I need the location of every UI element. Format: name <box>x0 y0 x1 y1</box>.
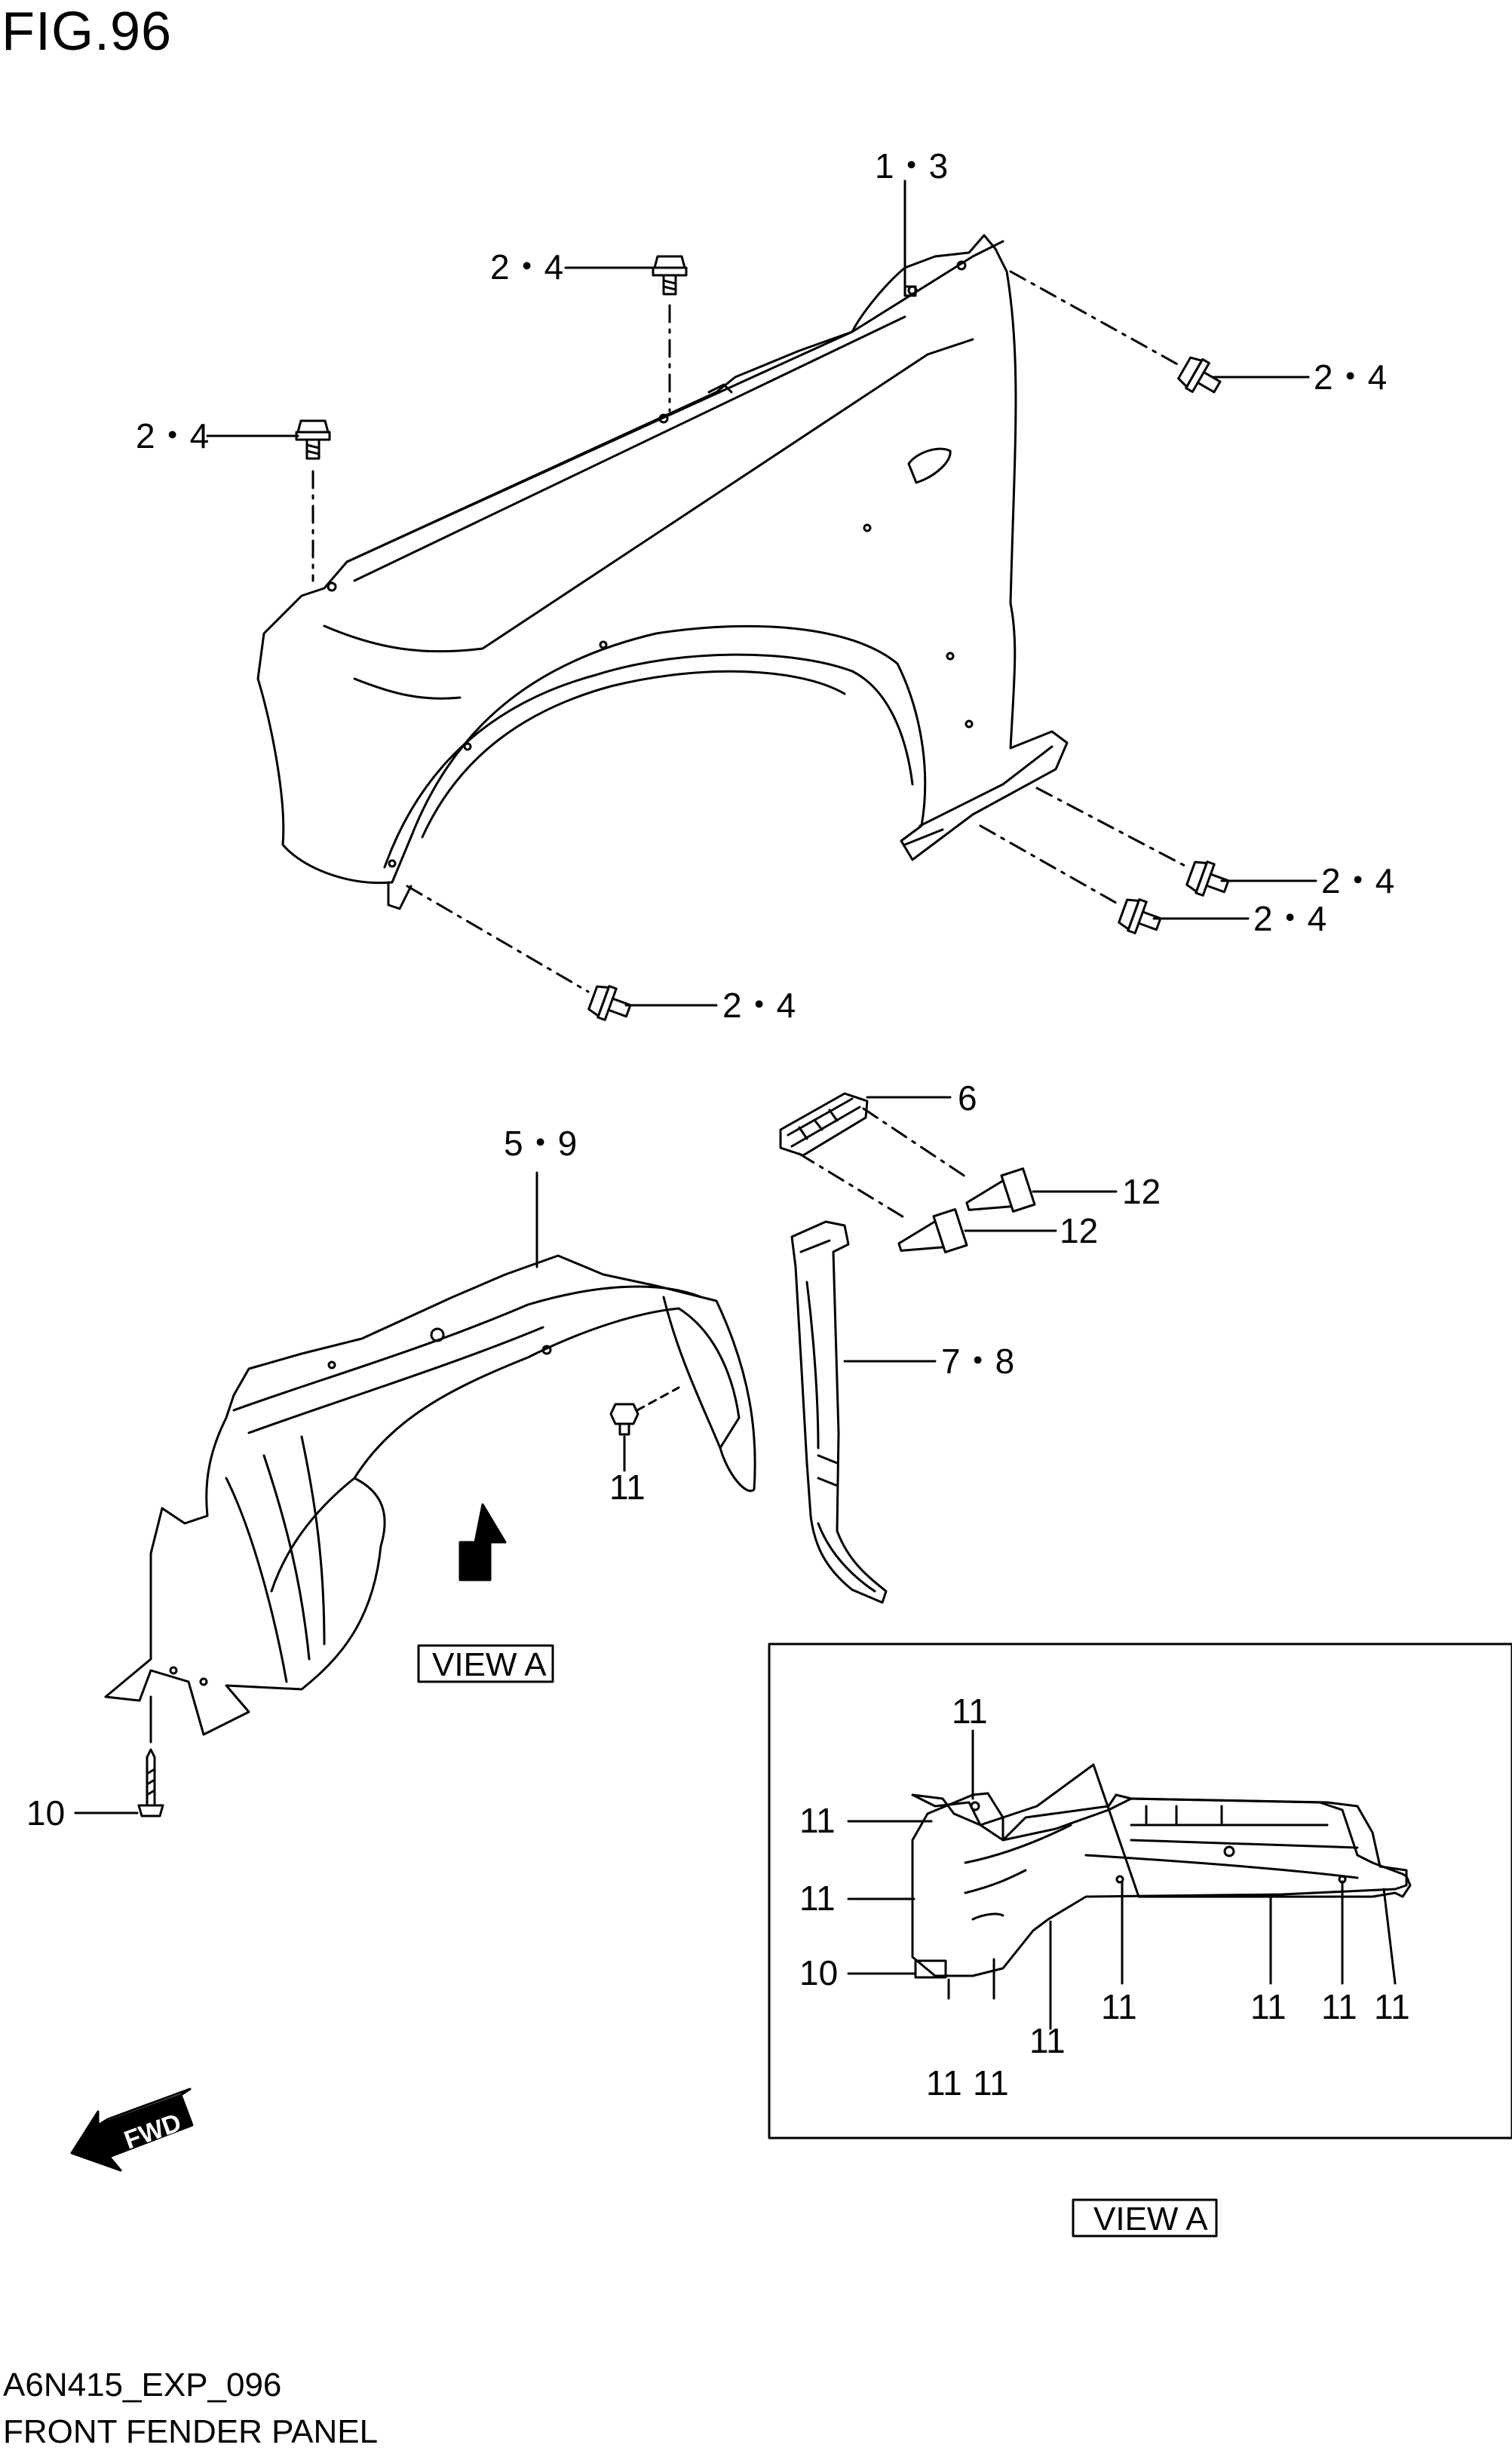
bolt-icon <box>1118 898 1162 934</box>
callout-bracket: 6 <box>958 1078 977 1118</box>
callout-bolt-top-right: 2・4 <box>1314 357 1387 397</box>
callout-view-a-clip-bottom-1: 11 <box>926 2063 962 2103</box>
callout-view-a-clip-bottom-2: 11 <box>973 2063 1009 2103</box>
bolt-icon <box>1185 860 1230 897</box>
callout-screw-lower: 12 <box>1060 1211 1098 1250</box>
screw-icon <box>965 1167 1036 1213</box>
callout-bolt-lower-right-upper: 2・4 <box>1321 861 1394 900</box>
view-a-liner-detail <box>911 1763 1412 1898</box>
fwd-arrow-icon <box>70 2087 194 2172</box>
view-a-tag-detail: VIEW A <box>1093 2201 1208 2238</box>
front-fender-panel <box>256 234 1069 910</box>
callout-view-a-clip-bottom-3: 11 <box>1029 2021 1066 2060</box>
bolt-icon <box>295 419 331 460</box>
view-a-tag-main: VIEW A <box>432 1646 547 1683</box>
callout-view-a-clip-bottom-7: 11 <box>1374 1987 1410 2026</box>
fender-seal <box>790 1220 888 1604</box>
callout-fender-panel: 1・3 <box>875 146 948 186</box>
arrow-up-icon <box>459 1503 507 1581</box>
callout-view-a-clip-top: 11 <box>952 1692 988 1731</box>
callout-bolt-top-center: 2・4 <box>490 247 563 287</box>
fender-bracket <box>779 1092 869 1157</box>
view-a-box-detail <box>1072 2198 1218 2238</box>
callout-clip-liner: 11 <box>609 1468 646 1507</box>
view-a-liner-body <box>911 1792 1408 1979</box>
clip-icon <box>609 1403 639 1436</box>
callout-view-a-clip-bottom-5: 11 <box>1250 1987 1287 2026</box>
figure-title: FIG.96 <box>2 2 173 62</box>
callout-screw-upper: 12 <box>1122 1172 1161 1211</box>
callout-bolt-bottom-center: 2・4 <box>722 986 796 1025</box>
view-a-box-main <box>417 1644 554 1683</box>
callout-bolt-lower-right-lower: 2・4 <box>1253 899 1326 938</box>
bolt-icon <box>1177 356 1222 394</box>
screw-icon <box>137 1748 164 1817</box>
callout-view-a-clip-left-upper: 11 <box>799 1801 836 1840</box>
bolt-icon <box>652 255 688 296</box>
callout-bolt-top-left: 2・4 <box>136 416 209 455</box>
callout-seal-strip: 7・8 <box>941 1342 1014 1381</box>
callout-view-a-clip-left-middle: 11 <box>799 1879 836 1918</box>
fender-liner <box>104 1254 756 1736</box>
view-a-detail-frame <box>768 1643 1512 2139</box>
bolt-icon <box>587 985 632 1021</box>
callout-view-a-clip-bottom-6: 11 <box>1321 1987 1357 2026</box>
figure-code: A6N415_EXP_096 <box>3 2366 282 2403</box>
callout-fender-liner: 5・9 <box>504 1124 577 1163</box>
screw-icon <box>897 1208 968 1253</box>
callout-view-a-clip-bottom-4: 11 <box>1101 1987 1137 2026</box>
callout-view-a-screw-left: 10 <box>799 1953 838 1992</box>
callout-screw-liner: 10 <box>26 1793 65 1833</box>
figure-name: FRONT FENDER PANEL <box>3 2413 379 2450</box>
